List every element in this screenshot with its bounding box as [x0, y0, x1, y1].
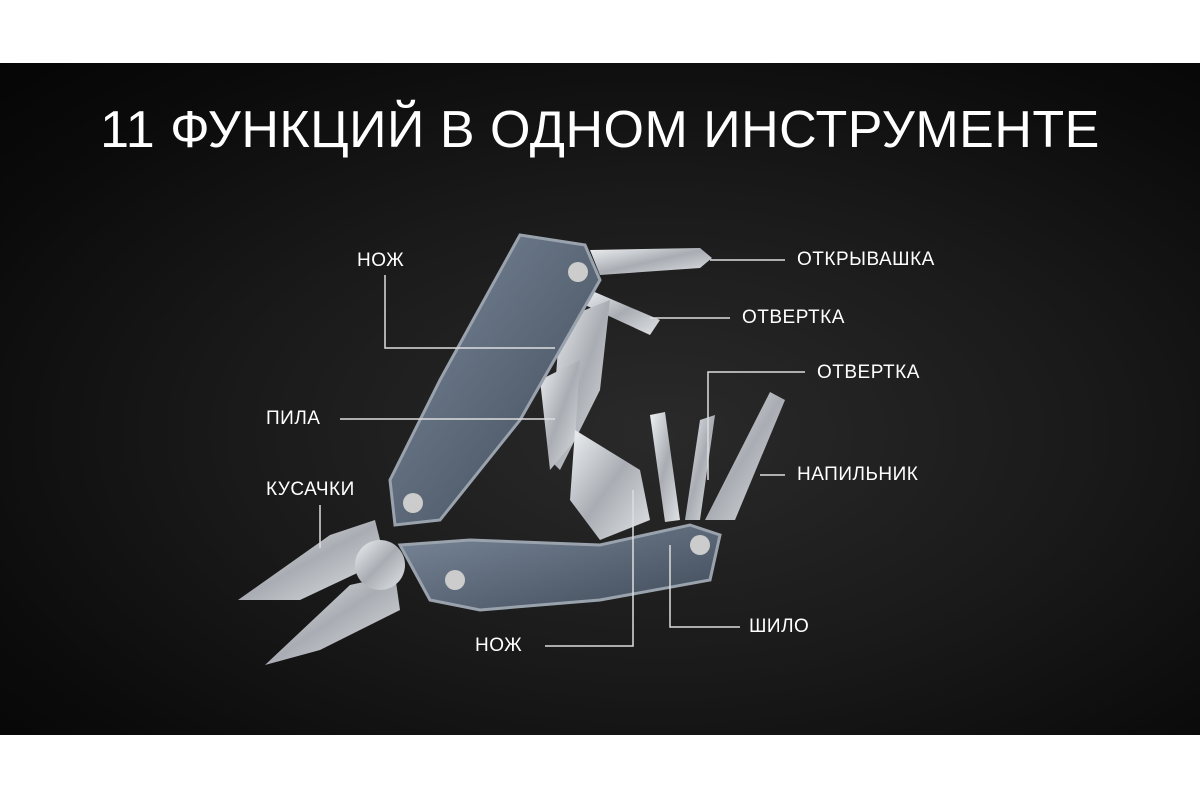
screwdriver-tool-1 [585, 290, 660, 335]
rivet [568, 262, 588, 282]
saw-blade [540, 360, 580, 470]
label-screwdriver-2: ОТВЕРТКА [817, 362, 920, 383]
leader-lines [319, 259, 805, 647]
label-screwdriver-1: ОТВЕРТКА [742, 307, 845, 328]
upper-handle [388, 233, 602, 527]
pivot-bolt [355, 540, 405, 590]
pliers-jaw-1 [238, 520, 385, 600]
dark-background [0, 63, 1200, 735]
rivet [403, 493, 423, 513]
label-knife-bottom: НОЖ [475, 635, 523, 656]
label-file: НАПИЛЬНИК [797, 464, 919, 485]
label-knife-top: НОЖ [357, 250, 405, 271]
screwdriver-tool-2 [685, 415, 715, 520]
opener-tool [590, 248, 712, 275]
file-tool [705, 392, 785, 520]
label-opener: ОТКРЫВАШКА [797, 249, 935, 270]
pliers-jaw-2 [265, 575, 400, 665]
label-saw: ПИЛА [266, 408, 321, 429]
rivet [690, 535, 710, 555]
label-pliers: КУСАЧКИ [266, 479, 355, 500]
lower-handle [397, 523, 722, 612]
headline: 11 ФУНКЦИЙ В ОДНОМ ИНСТРУМЕНТЕ [100, 101, 1100, 159]
rivet [445, 570, 465, 590]
knife-blade-bottom [570, 430, 650, 540]
label-awl: ШИЛО [749, 616, 810, 637]
awl-tool [650, 412, 680, 522]
